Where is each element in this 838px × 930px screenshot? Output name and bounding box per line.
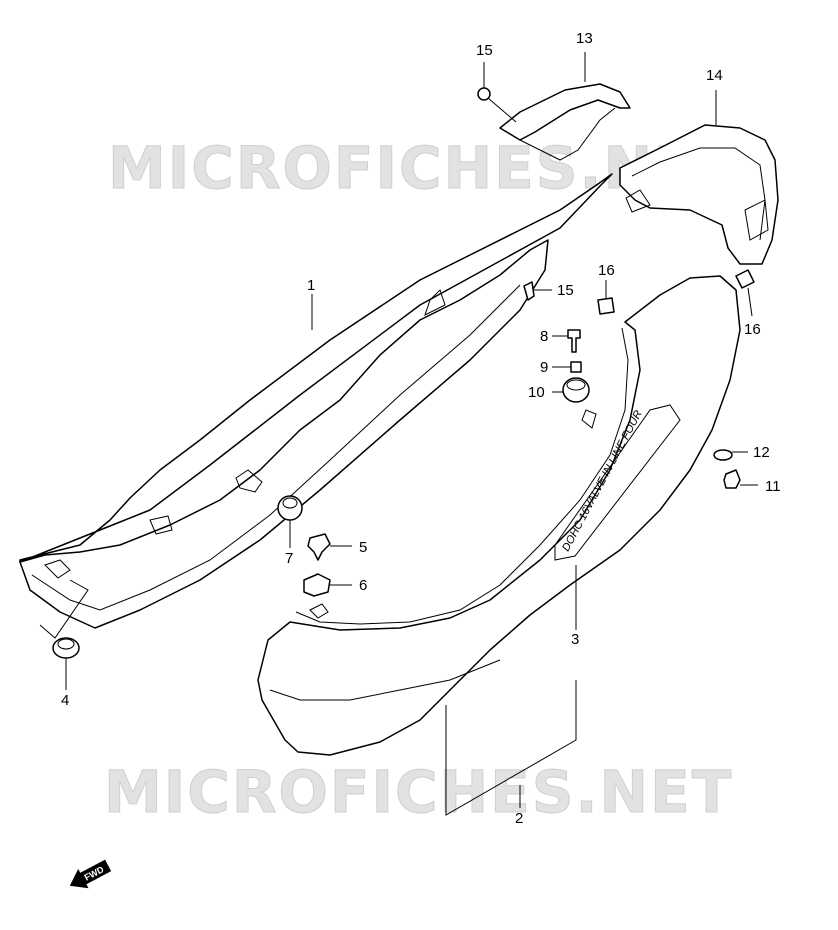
callout-6: 6 bbox=[359, 577, 367, 594]
callout-1: 1 bbox=[307, 277, 315, 294]
callout-2: 2 bbox=[515, 810, 523, 827]
watermark-bottom: MICROFICHES.NET bbox=[104, 758, 733, 826]
leader-2 bbox=[445, 680, 577, 816]
part-16-nut-left bbox=[597, 280, 615, 315]
callout-3: 3 bbox=[571, 631, 579, 648]
part-10-cushion bbox=[552, 377, 590, 403]
callout-12: 12 bbox=[753, 444, 770, 461]
callout-5: 5 bbox=[359, 539, 367, 556]
callout-9: 9 bbox=[540, 359, 548, 376]
part-1-frame-cover bbox=[19, 173, 613, 639]
callout-10: 10 bbox=[528, 384, 545, 401]
callout-4: 4 bbox=[61, 692, 69, 709]
callout-16-right: 16 bbox=[744, 321, 761, 338]
callout-11: 11 bbox=[765, 478, 781, 495]
part-15-screw-top bbox=[477, 62, 517, 123]
part-2-3-side-cover bbox=[257, 275, 741, 756]
callout-8: 8 bbox=[540, 328, 548, 345]
fwd-arrow-icon: FWD bbox=[69, 859, 112, 889]
callout-13: 13 bbox=[576, 30, 593, 47]
part-13-tail-cover bbox=[499, 52, 631, 161]
part-7-grommet bbox=[277, 495, 303, 548]
part-6-cushion bbox=[303, 573, 352, 597]
part-15-screw-mid bbox=[523, 281, 552, 301]
callout-14: 14 bbox=[706, 67, 723, 84]
callout-15-mid: 15 bbox=[557, 282, 574, 299]
part-4-grommet bbox=[52, 637, 80, 690]
part-11-bolt bbox=[723, 469, 758, 489]
callout-15-top: 15 bbox=[476, 42, 493, 59]
callout-7: 7 bbox=[285, 550, 293, 567]
part-16-nut-right bbox=[735, 269, 755, 317]
part-14-tail-piece bbox=[619, 90, 779, 265]
callout-16-left: 16 bbox=[598, 262, 615, 279]
part-5-clip bbox=[307, 533, 352, 561]
part-9-collar bbox=[552, 361, 582, 373]
part-8-bolt bbox=[552, 329, 581, 353]
part-12-washer bbox=[713, 449, 748, 461]
